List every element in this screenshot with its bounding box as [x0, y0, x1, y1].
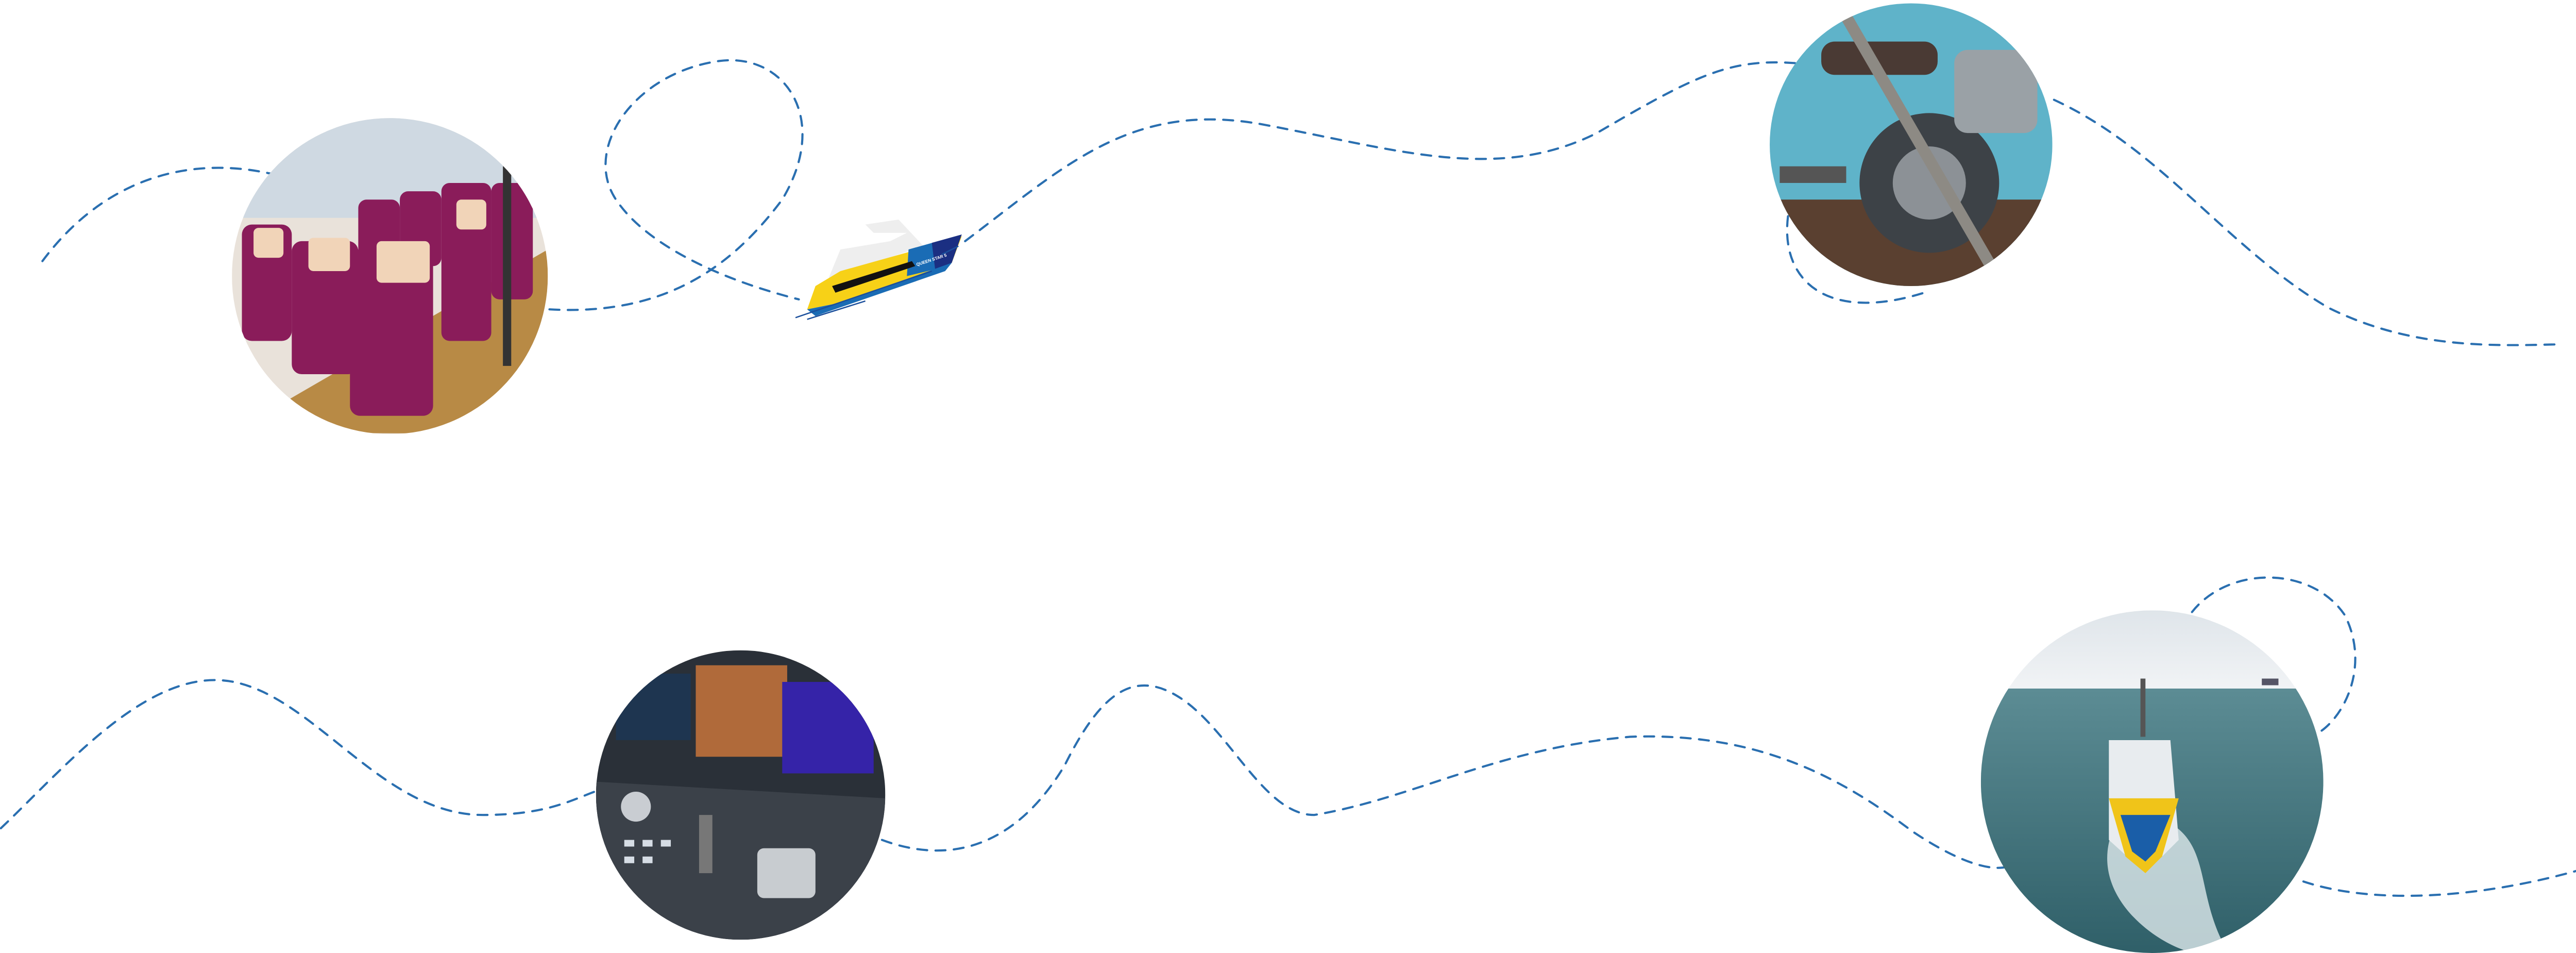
seats-photo [232, 118, 548, 434]
engine-photo [1770, 3, 2053, 287]
ferry-illustration: QUEEN STAR 5 [795, 219, 962, 320]
dashed-route [0, 59, 2576, 897]
console-photo [596, 650, 886, 940]
vessel-photo [1980, 610, 2324, 953]
